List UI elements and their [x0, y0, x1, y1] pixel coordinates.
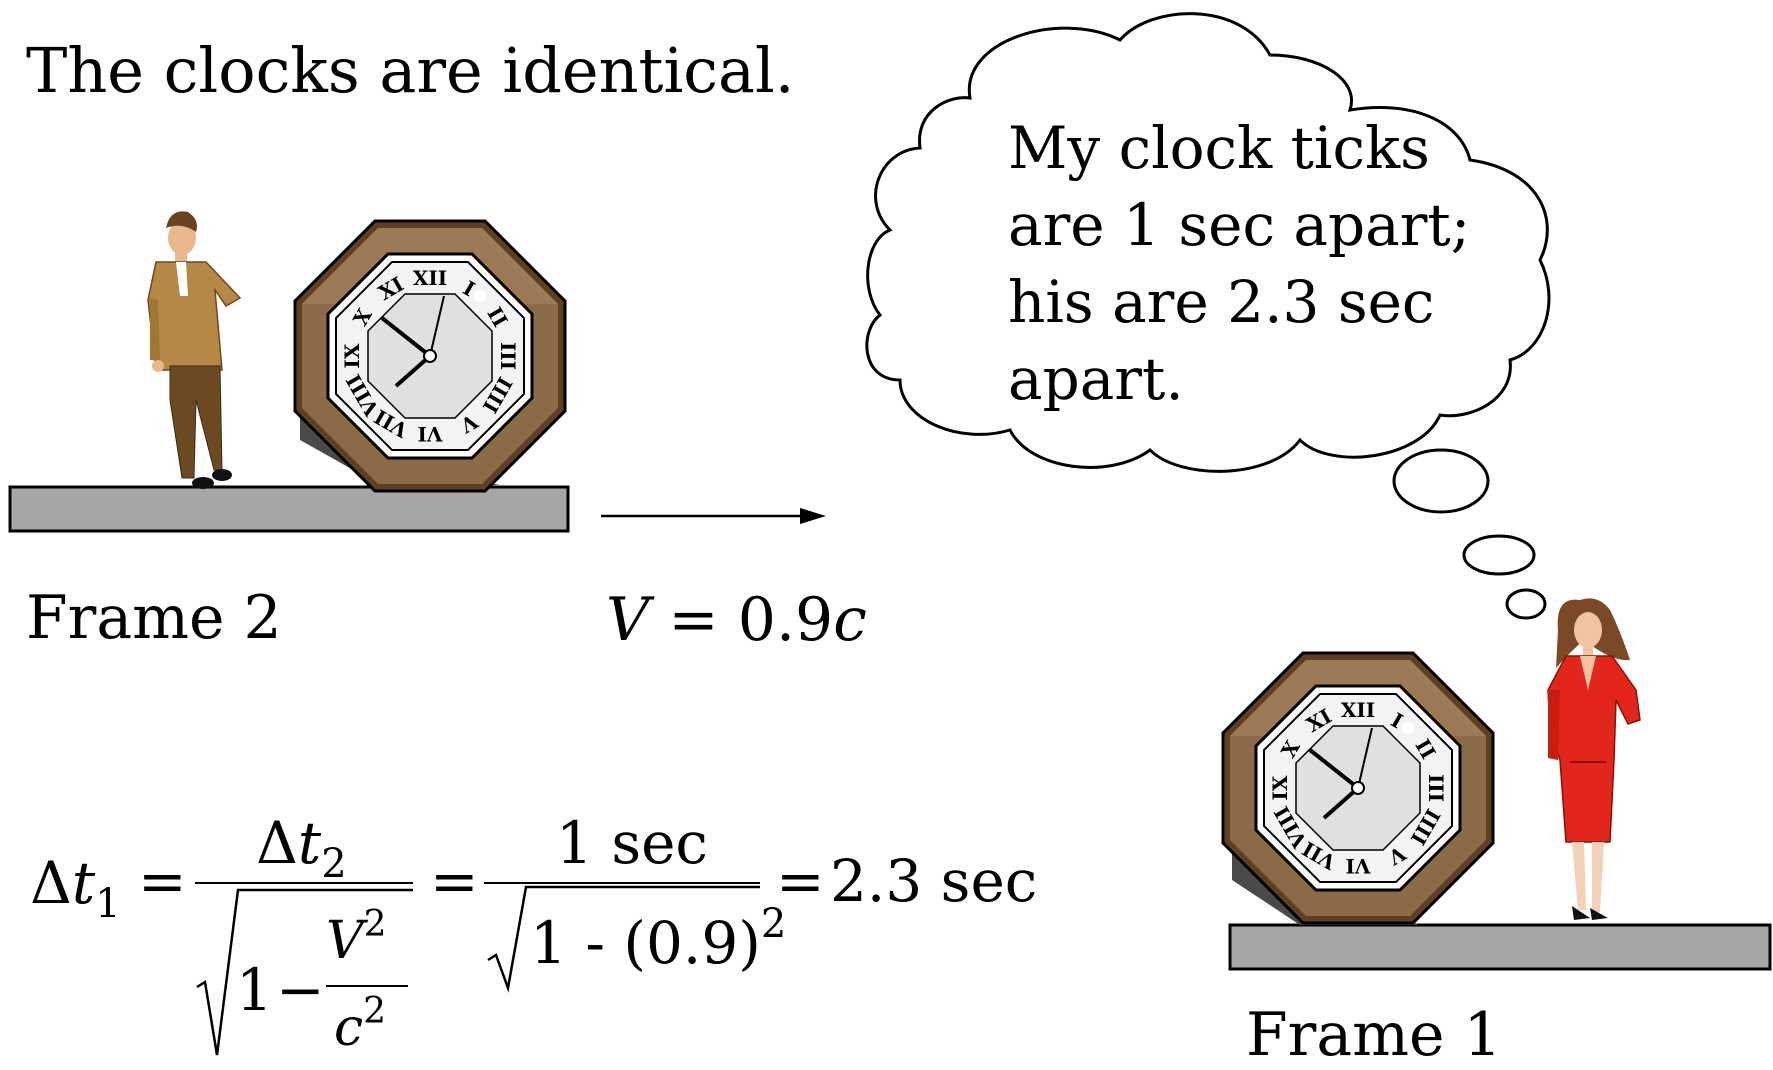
frame2-label: Frame 2	[26, 583, 282, 653]
num1-subscript: 2	[321, 841, 347, 887]
frame1-clock	[1221, 651, 1495, 925]
fraction1-denominator-minus: −	[276, 956, 325, 1024]
inner-fraction-bar	[326, 985, 408, 987]
den2-exponent: 2	[760, 901, 787, 947]
inner-V: V	[326, 911, 364, 971]
thought-line-4: apart.	[1008, 345, 1184, 413]
thought-text: My clock ticks are 1 sec apart; his are …	[1008, 110, 1470, 418]
thought-cloud	[865, 12, 1551, 473]
thought-bubble-large	[1392, 448, 1490, 514]
formula-result: 2.3 sec	[830, 847, 1038, 915]
fraction2-denominator: 1 - (0.9)2	[530, 904, 786, 972]
velocity-label: V = 0.9c	[606, 590, 867, 650]
formula-lhs: Δt1	[30, 854, 121, 924]
radical-sign-2	[487, 885, 760, 993]
velocity-c: c	[833, 585, 867, 655]
lhs-t: t	[71, 849, 96, 917]
fraction1-numerator: Δt2	[256, 814, 347, 884]
thought-line-3: his are 2.3 sec	[1008, 268, 1435, 336]
statement-text: The clocks are identical.	[26, 34, 795, 107]
num1-delta: Δ	[256, 809, 298, 877]
formula-eq3: =	[776, 847, 825, 915]
inner-c-exponent: 2	[363, 991, 387, 1032]
woman-figure	[1547, 598, 1641, 920]
velocity-equals: =	[668, 585, 719, 655]
thought-line-2: are 1 sec apart;	[1008, 191, 1471, 259]
den2-text: 1 - (0.9)	[530, 909, 761, 977]
formula-eq2: =	[430, 847, 479, 915]
velocity-value: 0.9	[737, 585, 834, 655]
lhs-subscript: 1	[95, 881, 121, 927]
inner-V-exponent: 2	[363, 904, 387, 945]
frame2-platform	[8, 485, 570, 533]
fraction1-bar	[195, 882, 413, 884]
num1-t: t	[297, 809, 322, 877]
velocity-symbol: V	[606, 585, 650, 655]
inner-numerator: V2	[326, 907, 386, 968]
formula-eq1: =	[138, 847, 187, 915]
inner-denominator: c2	[334, 994, 386, 1055]
fraction2-bar	[484, 882, 760, 884]
frame1-platform	[1228, 923, 1772, 971]
thought-bubble-small	[1505, 588, 1547, 620]
velocity-arrow-head	[800, 508, 826, 524]
lhs-delta: Δ	[30, 849, 72, 917]
inner-c: c	[334, 998, 364, 1058]
man-figure	[147, 211, 242, 489]
thought-line-1: My clock ticks	[1008, 114, 1430, 182]
radical-sign-1	[196, 888, 413, 1056]
frame1-label: Frame 1	[1246, 1000, 1502, 1070]
fraction2-numerator: 1 sec	[556, 809, 708, 877]
fraction1-denominator-one: 1	[236, 956, 273, 1024]
frame2-clock	[293, 219, 567, 493]
thought-bubble-medium	[1462, 534, 1536, 576]
